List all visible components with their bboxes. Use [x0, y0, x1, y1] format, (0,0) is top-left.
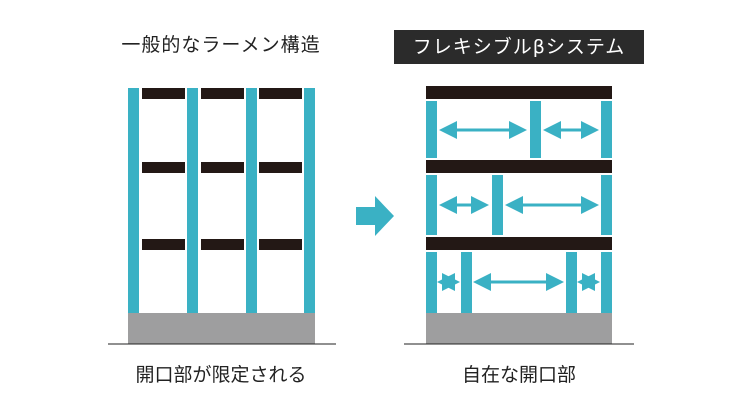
right-column	[426, 252, 437, 313]
right-slab-3	[426, 237, 612, 250]
left-beam	[259, 162, 302, 173]
right-caption: 自在な開口部	[461, 364, 576, 386]
right-column	[601, 101, 612, 158]
left-beam	[259, 239, 302, 250]
right-structure	[404, 86, 634, 345]
left-structure	[108, 88, 336, 345]
right-column	[426, 175, 437, 235]
right-column	[601, 252, 612, 313]
left-column-4	[304, 88, 315, 313]
left-beam	[259, 88, 302, 99]
left-column-2	[187, 88, 198, 313]
left-foundation	[128, 313, 315, 344]
left-beam	[142, 162, 185, 173]
right-foundation	[426, 313, 612, 344]
right-column	[426, 101, 437, 158]
left-caption: 開口部が限定される	[135, 364, 307, 386]
left-beam	[142, 88, 185, 99]
right-column	[566, 252, 577, 313]
left-beam	[201, 162, 244, 173]
right-column	[601, 175, 612, 235]
left-beam	[142, 239, 185, 250]
left-beam	[201, 239, 244, 250]
left-column-3	[246, 88, 257, 313]
left-beam	[201, 88, 244, 99]
right-slab-1	[426, 86, 612, 99]
right-column	[530, 101, 541, 158]
transition-arrow	[356, 196, 394, 236]
right-slab-2	[426, 160, 612, 173]
left-column-1	[128, 88, 139, 313]
right-column	[492, 175, 503, 235]
right-column	[461, 252, 472, 313]
right-title: フレキシブルβシステム	[394, 30, 644, 64]
left-title: 一般的なラーメン構造	[121, 34, 321, 56]
